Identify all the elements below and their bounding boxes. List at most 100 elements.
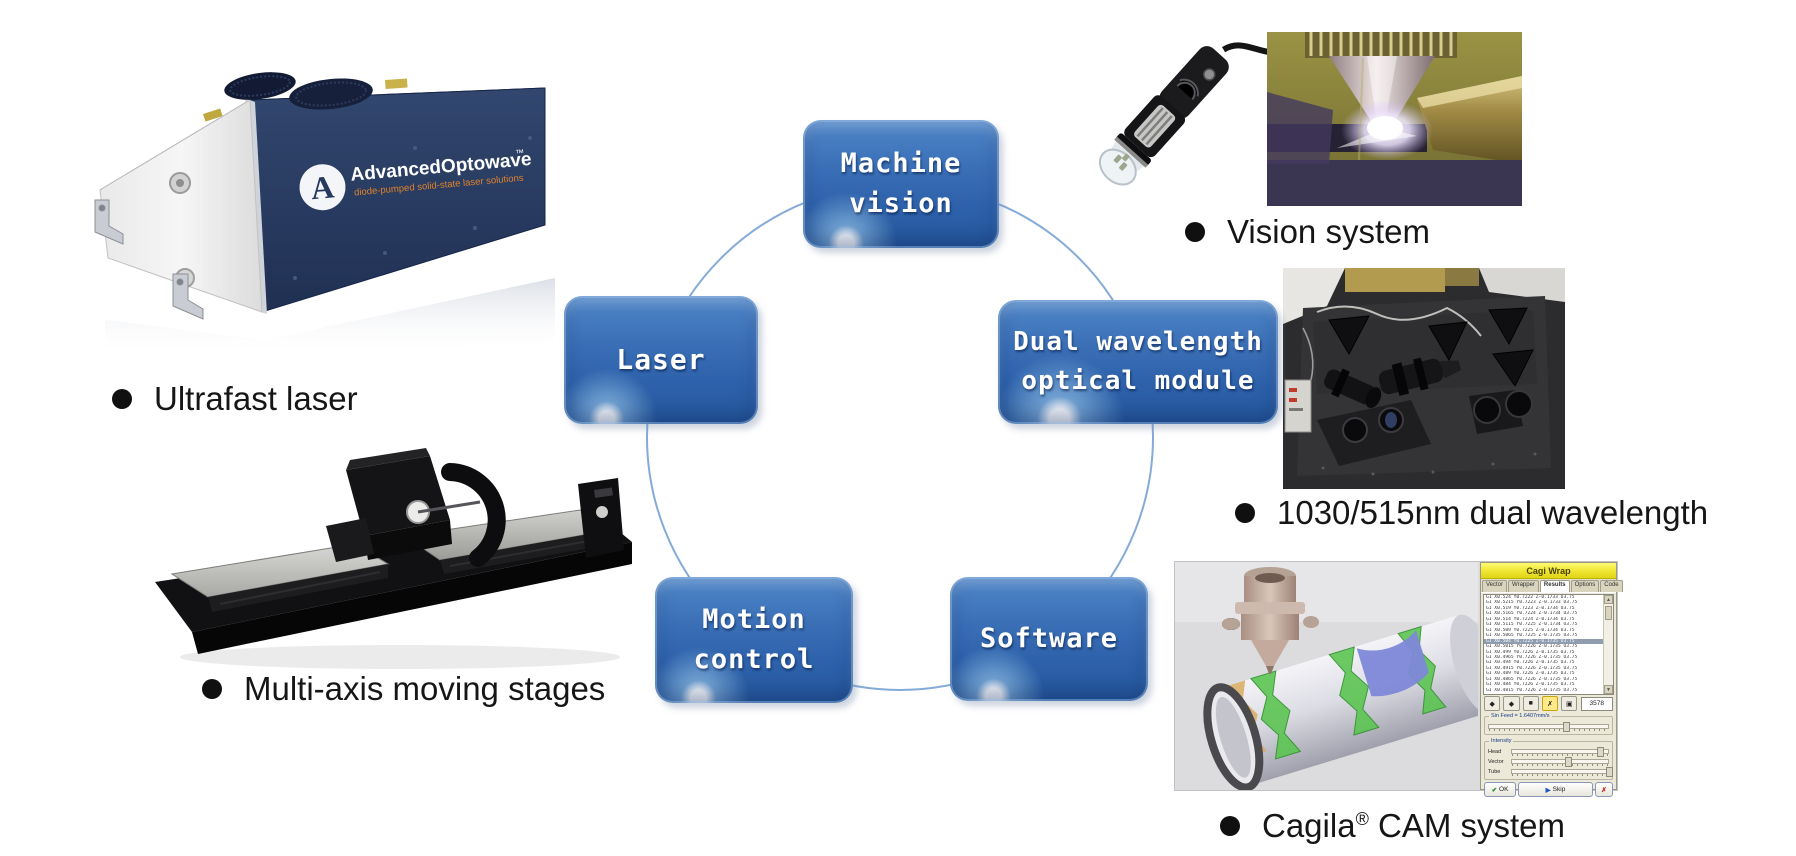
scroll-down-icon[interactable]: ▼ [1604,685,1613,694]
caption-text: Cagila® CAM system [1262,807,1566,844]
end-bracket [578,478,624,558]
rotary-assembly [326,448,506,567]
node-laser: Laser [564,296,758,424]
skip-arrow-icon: ▶ [1545,786,1551,794]
cam-tab-wrapper[interactable]: Wrapper [1508,580,1539,592]
intensity-row-head: Head [1488,747,1609,757]
usb-cable [1222,42,1268,56]
node-label-line: Machine [840,147,962,179]
caption-multi-axis: Multi-axis moving stages [202,670,605,708]
label-sticker [202,108,223,122]
microscope-photo [1058,26,1268,211]
gcode-scrollbar[interactable]: ▲ ▼ [1603,595,1613,694]
laser-illustration: A AdvancedOptowave ™ diode-pumped solid-… [94,72,555,358]
cut-pattern-blue [1356,630,1429,697]
gcode-row[interactable]: G1 X0.504 Y0.7225 Z-0.1735 U3.75 [1484,638,1613,645]
line-counter: 3578 [1580,696,1613,711]
lens-mounts [1469,390,1533,434]
gcode-row[interactable]: G1 X0.499 Y0.7226 Z-0.1735 U3.75 [1486,649,1575,655]
gcode-row[interactable]: G1 X0.494 Y0.7226 Z-0.1735 U3.75 [1486,660,1575,666]
laser-nozzle [1329,56,1435,124]
gcode-row[interactable]: G1 X0.5015 Y0.7226 Z-0.1735 U3.75 [1486,644,1578,650]
cancel-button[interactable]: ✗ [1541,696,1559,711]
close-icon: ✗ [1601,786,1607,794]
driver-box [1284,379,1312,433]
gcode-row[interactable]: G1 X0.509 Y0.7225 Z-0.1734 U3.75 [1486,627,1575,633]
skip-button[interactable]: ▶ Skip [1518,782,1593,797]
cam-tab-results[interactable]: Results [1539,580,1570,592]
feed-slider[interactable] [1488,722,1609,732]
bullet-icon [112,389,132,409]
caption-dual-wavelength: 1030/515nm dual wavelength [1235,494,1708,532]
caption-vision-system: Vision system [1185,213,1430,251]
mirror-plate [1317,400,1431,466]
cam-3d-view[interactable] [1175,562,1478,790]
gcode-row[interactable]: G1 X0.5215 Y0.7223 Z-0.1733 U3.75 [1486,600,1578,606]
gcode-row[interactable]: G1 X0.4915 Y0.7226 Z-0.1735 U3.75 [1486,665,1578,671]
head-slider[interactable] [1511,747,1609,757]
cam-tab-code[interactable]: Code [1600,580,1623,592]
gcode-row[interactable]: G1 X0.489 Y0.7226 Z-0.1735 U3.75 [1486,671,1575,677]
ok-button[interactable]: ✔ OK [1484,782,1516,797]
machining-illustration [1267,32,1522,206]
prism-mounts [1328,307,1534,387]
step-back-button[interactable]: ◆ [1484,696,1501,711]
scroll-up-icon[interactable]: ▲ [1604,595,1613,604]
cutting-head-model [1222,567,1319,674]
gcode-row[interactable]: G1 X0.4865 Y0.7226 Z-0.1735 U3.75 [1486,676,1578,682]
screws [293,136,532,280]
node-label-line: Dual wavelength [1013,327,1263,357]
stage-illustration [155,448,632,669]
gcode-row[interactable]: G1 X0.5115 Y0.7225 Z-0.1734 U3.75 [1486,622,1578,628]
optical-module-photo [1283,268,1565,489]
label-sticker [385,78,408,89]
gcode-row[interactable]: G1 X0.4815 Y0.7226 Z-0.1735 U3.75 [1486,687,1578,693]
slider-label: Vector [1488,758,1504,765]
stop-button[interactable]: ■ [1522,696,1539,711]
collet [1417,76,1522,164]
table-holes [1321,452,1537,476]
tube-model [1203,614,1478,790]
brand-letter: A [309,168,335,206]
gcode-row[interactable]: G1 X0.524 Y0.7222 Z-0.1733 U3.75 [1486,595,1575,600]
feed-label: Sin Feed = 1.6407mm/s [1489,713,1552,719]
caption-text: Multi-axis moving stages [244,670,606,707]
slider-label: Tube [1488,768,1501,775]
vent-grilles [224,72,373,110]
vector-slider[interactable] [1511,757,1609,767]
feed-group: Sin Feed = 1.6407mm/s [1484,713,1613,735]
tube-slider[interactable] [1511,767,1614,777]
gcode-row[interactable]: G1 X0.484 Y0.7226 Z-0.1735 U3.75 [1486,682,1575,688]
cam-toolbar: ◆◆■✗▣3578 [1481,695,1616,712]
beam-expander [1324,368,1382,409]
lens-barrel [1378,357,1462,396]
caption-text: Vision system [1227,213,1430,250]
save-button[interactable]: ▣ [1561,696,1578,711]
led-ring [1113,153,1130,171]
gcode-row[interactable]: G1 X0.5165 Y0.7224 Z-0.1734 U3.75 [1486,611,1578,617]
node-label-line: vision [849,188,953,219]
gcode-row[interactable]: G1 X0.5065 Y0.7225 Z-0.1735 U3.75 [1486,633,1578,639]
node-label-line: Software [979,622,1119,654]
cam-tab-vector[interactable]: Vector [1482,580,1508,592]
node-machine-vision: Machine vision [803,120,999,248]
scroll-thumb[interactable] [1605,606,1612,620]
moving-stage-photo [150,432,635,682]
focus-dial [1176,78,1199,101]
cam-window-title[interactable]: Cagi Wrap [1481,563,1616,579]
cam-tab-options[interactable]: Options [1570,580,1600,592]
close-button[interactable]: ✗ [1595,782,1613,797]
gcode-row[interactable]: G1 X0.4965 Y0.7226 Z-0.1735 U3.75 [1486,654,1578,660]
skip-label: Skip [1552,786,1566,793]
step-fwd-button[interactable]: ◆ [1503,696,1520,711]
laser-reflection [105,278,555,358]
microscope-illustration [1098,42,1268,186]
node-label-line: control [693,644,815,675]
gcode-row[interactable]: G1 X0.519 Y0.7223 Z-0.1734 U3.75 [1486,605,1575,611]
bullet-icon [1220,816,1240,836]
ultrafast-laser-photo: A AdvancedOptowave ™ diode-pumped solid-… [85,28,555,368]
mounting-feet [94,199,204,320]
gcode-row[interactable]: G1 X0.514 Y0.7224 Z-0.1734 U3.75 [1486,616,1575,622]
